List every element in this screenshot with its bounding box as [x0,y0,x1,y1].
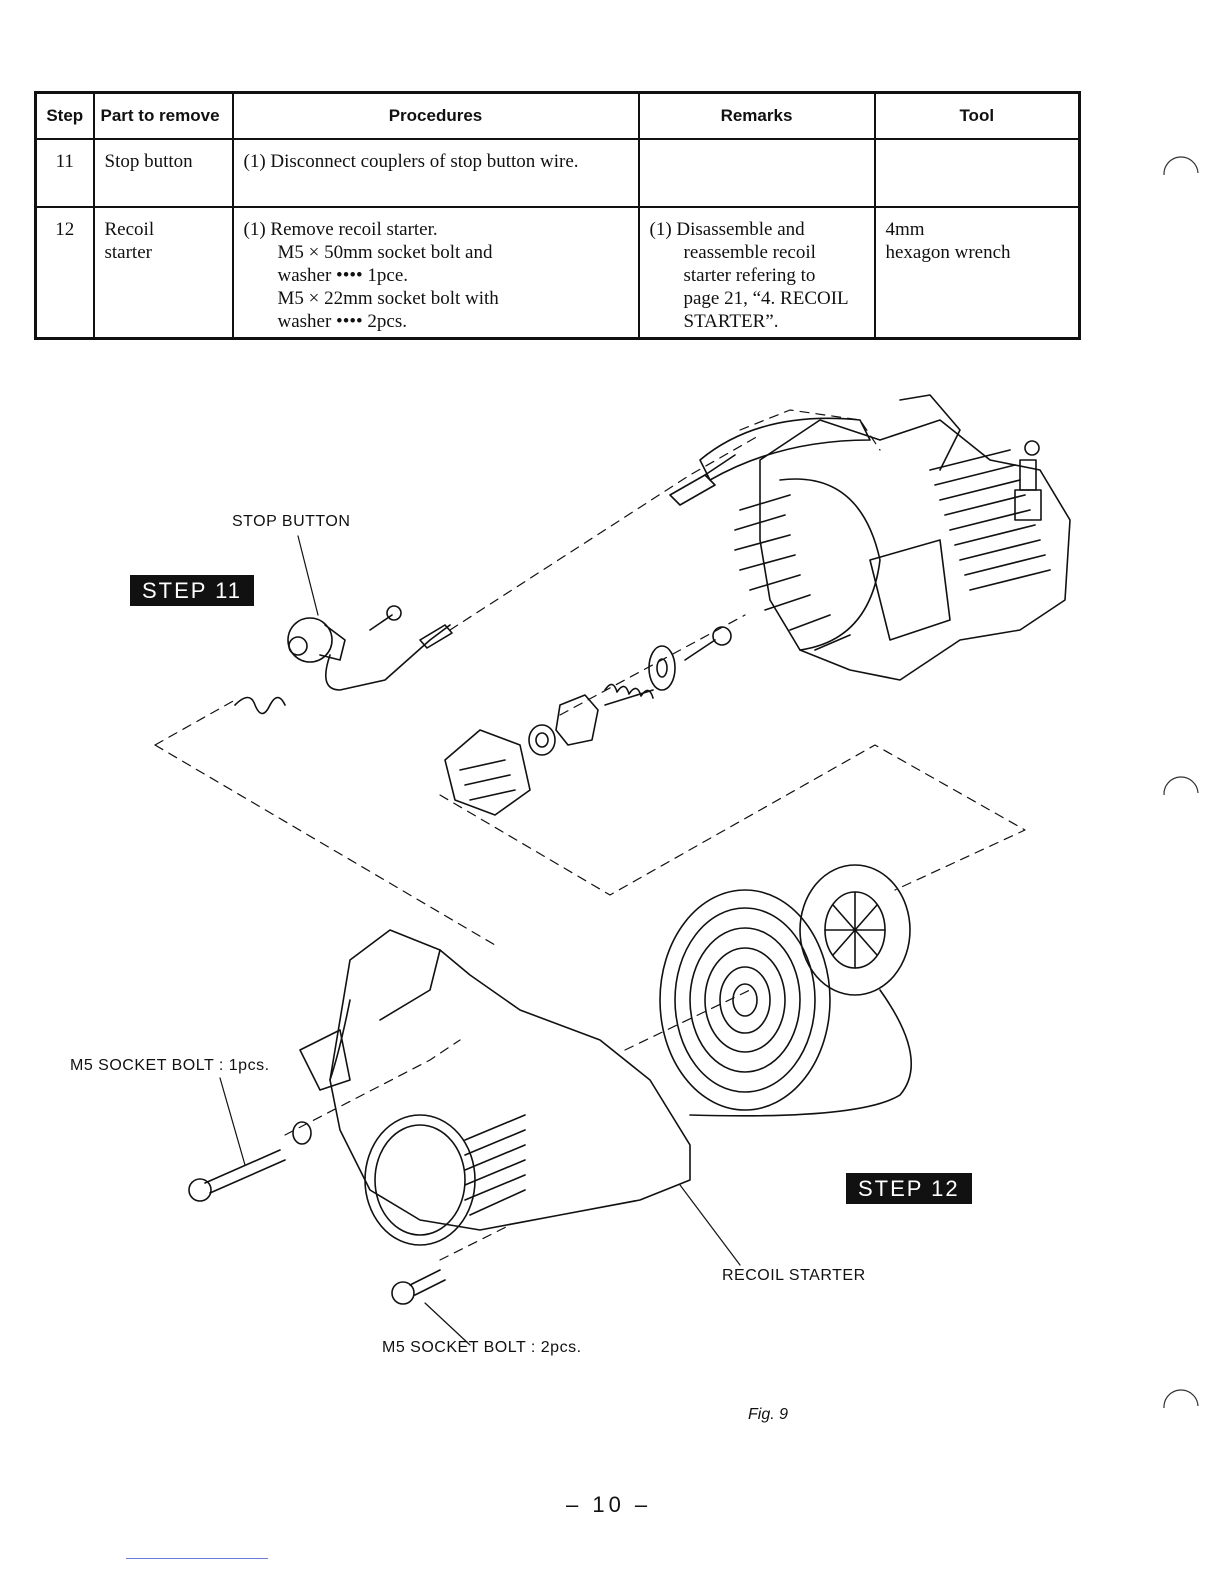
header-step: Step [34,91,95,140]
procedure-table: Step Part to remove Procedures Remarks T… [34,91,1081,340]
starter-pulley [444,729,531,816]
punch-hole-mark [1163,776,1199,796]
part-cell: Recoil starter [92,206,234,340]
spring [604,683,654,706]
wire-clip [234,696,286,715]
bottom-rule [126,1558,268,1559]
cooling-fins [929,449,1051,591]
step-cell: 11 [34,138,95,208]
tool-line: 4mm [885,219,925,240]
rope-reel [689,864,912,1117]
figure-caption: Fig. 9 [748,1406,789,1423]
recoil-starter-label: RECOIL STARTER [722,1267,866,1284]
m5-socket-bolt-long [188,1121,312,1202]
punch-hole-mark [1163,1389,1199,1409]
leader-lines [219,535,741,1346]
header-procedures: Procedures [231,91,640,140]
procedure-line: washer •••• 1pce. [277,265,409,286]
table-header-row: Step Part to remove Procedures Remarks T… [34,91,1081,140]
tool-line: hexagon wrench [885,242,1011,263]
washer [528,724,556,756]
center-washer [648,645,676,691]
header-tool: Tool [873,91,1081,140]
part-line: Recoil [104,219,155,240]
procedures-cell: (1) Remove recoil starter. M5 × 50mm soc… [231,206,640,340]
procedure-line: (1) Disconnect couplers of stop button w… [243,151,579,172]
flywheel-fins [734,478,881,651]
m5-bolt-2pcs-label: M5 SOCKET BOLT : 2pcs. [382,1339,582,1356]
header-part: Part to remove [92,91,234,140]
table-row: 11 Stop button (1) Disconnect couplers o… [34,138,1081,208]
m5-socket-bolt-short [391,1269,446,1305]
remark-line: page 21, “4. RECOIL [683,288,849,309]
punch-hole-mark [1163,156,1199,176]
remark-line: starter refering to [683,265,816,286]
procedure-line: (1) Remove recoil starter. [243,219,438,240]
stop-button-label: STOP BUTTON [232,513,351,530]
table-row: 12 Recoil starter (1) Remove recoil star… [34,206,1081,340]
tool-cell [873,138,1081,208]
small-screw [369,605,402,631]
ratchet [555,694,599,746]
stop-wire-connector [669,454,736,506]
part-line: starter [104,242,152,263]
engine-block [699,394,1071,681]
procedures-cell: (1) Disconnect couplers of stop button w… [231,138,640,208]
tool-cell: 4mm hexagon wrench [873,206,1081,340]
stop-button-part [287,617,453,691]
assembly-guide-lines [154,409,1026,1261]
header-remarks: Remarks [637,91,876,140]
center-bolt [684,626,732,661]
remarks-cell [637,138,876,208]
step-12-badge: STEP 12 [846,1173,972,1204]
remarks-cell: (1) Disassemble and reassemble recoil st… [637,206,876,340]
remark-line: reassemble recoil [683,242,816,263]
m5-bolt-1pcs-label: M5 SOCKET BOLT : 1pcs. [70,1057,270,1074]
procedure-line: washer •••• 2pcs. [277,311,408,332]
step-cell: 12 [34,206,95,340]
recoil-spring [659,889,831,1111]
recoil-housing [299,929,691,1246]
procedure-line: M5 × 22mm socket bolt with [277,288,499,309]
spark-plug [1014,440,1042,521]
remark-line: STARTER”. [683,311,779,332]
procedure-line: M5 × 50mm socket bolt and [277,242,493,263]
remark-line: (1) Disassemble and [649,219,805,240]
housing-fins [464,1114,526,1216]
step-11-badge: STEP 11 [130,575,255,606]
page-number: – 10 – [566,1492,652,1517]
part-cell: Stop button [92,138,234,208]
